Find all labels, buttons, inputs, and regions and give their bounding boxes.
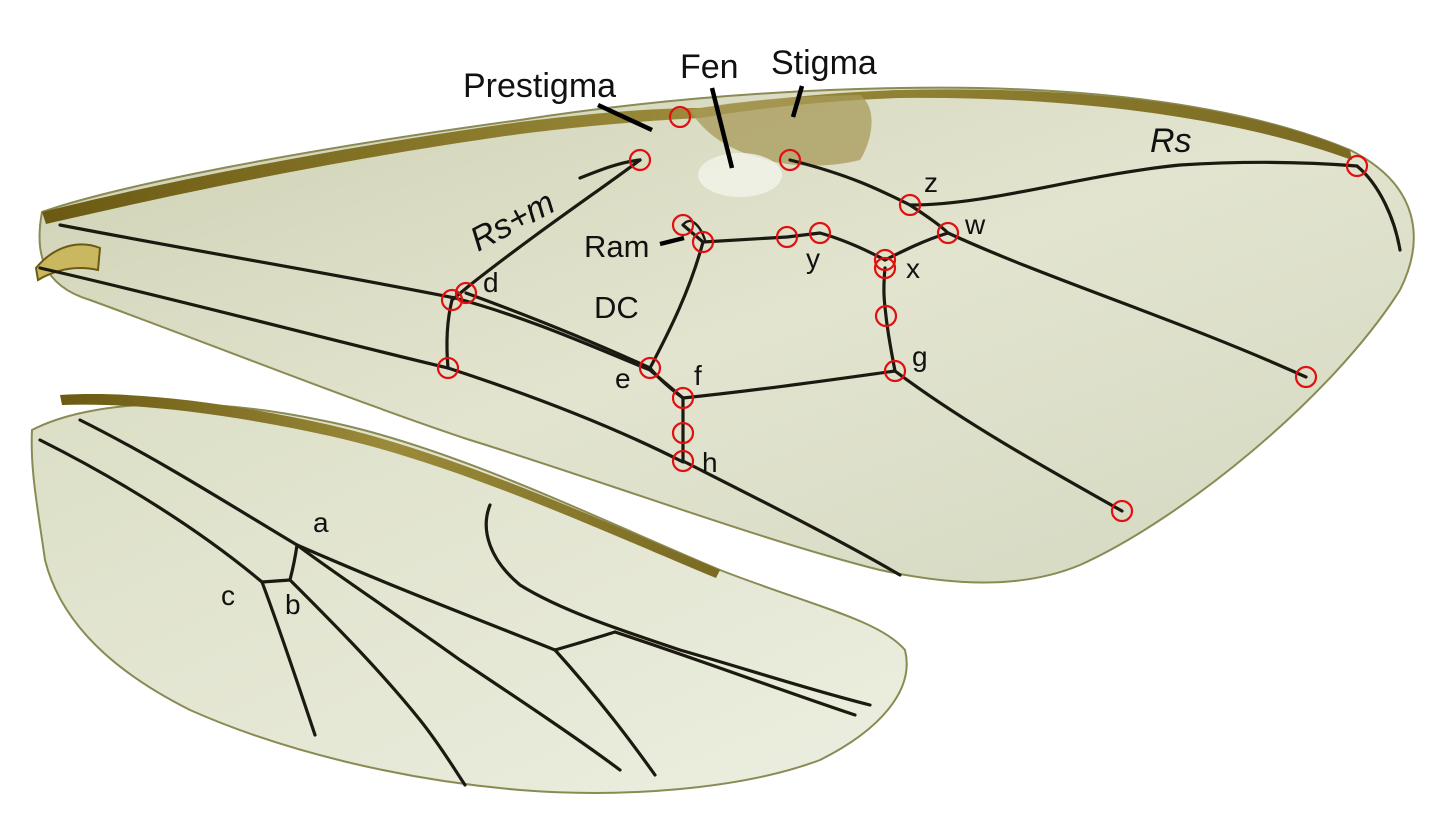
vein-x-to-w	[883, 231, 950, 262]
label-x: x	[906, 253, 920, 284]
label-prestigma: Prestigma	[463, 67, 616, 105]
hindwing-membrane	[30, 403, 908, 794]
prestigma-pointer	[597, 102, 653, 133]
landmark-f	[671, 386, 695, 410]
label-f: f	[694, 360, 702, 391]
label-rs: Rs	[1150, 122, 1192, 160]
vein-e-to-f	[648, 366, 685, 400]
vein-z-to-w	[908, 203, 950, 235]
landmark-y1	[775, 225, 799, 249]
landmark-w-outer	[1294, 365, 1318, 389]
label-z: z	[924, 167, 938, 198]
vein-x-to-g	[882, 266, 897, 373]
label-a: a	[313, 507, 329, 538]
stigma-region	[690, 95, 872, 166]
landmark-w	[936, 221, 960, 245]
hindwing	[30, 394, 908, 794]
label-y: y	[806, 243, 820, 274]
landmark-stigma-top	[668, 105, 692, 129]
hindwing-vein-ab	[260, 578, 292, 584]
forewing-membrane	[38, 86, 1415, 584]
vein-d-to-e	[464, 291, 652, 370]
stigma-pointer	[790, 85, 805, 118]
pointer-lines	[597, 85, 805, 247]
labels: Prestigma Fen Stigma Rs Rs+m Ram DC d e …	[221, 44, 1192, 620]
label-b: b	[285, 589, 301, 620]
vein-d-drop	[445, 298, 454, 370]
landmark-x2	[873, 256, 897, 280]
landmark-prestigma	[628, 148, 652, 172]
landmark-x1	[873, 248, 897, 272]
forewing	[34, 86, 1415, 584]
fen-pointer	[709, 87, 735, 169]
landmark-ram	[691, 230, 715, 254]
landmark-e	[638, 356, 662, 380]
landmark-rs-end	[1345, 154, 1369, 178]
vein-anal	[681, 459, 902, 577]
landmark-fh-mid	[671, 421, 695, 445]
label-dc: DC	[594, 290, 639, 325]
vein-rs	[788, 158, 1402, 252]
label-h: h	[702, 447, 718, 478]
landmark-g	[883, 359, 907, 383]
label-stigma: Stigma	[771, 44, 877, 82]
vein-ram-to-e	[648, 240, 705, 370]
landmark-stigma	[778, 148, 802, 172]
label-g: g	[912, 341, 928, 372]
landmark-y2	[808, 221, 832, 245]
vein-w-outer	[946, 231, 1308, 379]
landmark-basal	[436, 356, 460, 380]
landmark-d1	[440, 288, 464, 312]
label-d: d	[483, 267, 499, 298]
vein-rs-plus-m	[450, 158, 642, 302]
landmark-ram-top	[671, 213, 695, 237]
hindwing-vein-1	[38, 438, 317, 737]
ram-pointer	[659, 235, 685, 247]
hindwing-vein-4	[295, 543, 617, 652]
vein-prestigma-to-d	[578, 158, 642, 180]
vein-f-to-g	[681, 369, 897, 400]
label-c: c	[221, 580, 235, 611]
hindwing-vein-2	[78, 418, 622, 772]
hindwing-vein-5	[553, 648, 657, 777]
hindwing-vein-6	[613, 630, 857, 717]
label-fen: Fen	[680, 48, 739, 86]
vein-basal-1	[38, 266, 685, 464]
hindwing-vein-7	[484, 503, 872, 707]
label-w: w	[964, 209, 986, 240]
landmark-d2	[454, 281, 478, 305]
landmarks	[436, 105, 1369, 523]
vein-g-outer	[893, 369, 1124, 513]
landmark-z	[898, 193, 922, 217]
label-e: e	[615, 363, 631, 394]
fenestra-region	[698, 153, 782, 197]
hindwing-vein-3	[288, 543, 467, 787]
landmark-g-outer	[1110, 499, 1134, 523]
landmark-g-top	[874, 304, 898, 328]
landmark-h	[671, 449, 695, 473]
vein-fen-line	[681, 219, 707, 242]
vein-subcosta	[58, 223, 685, 400]
label-ram: Ram	[584, 229, 649, 264]
